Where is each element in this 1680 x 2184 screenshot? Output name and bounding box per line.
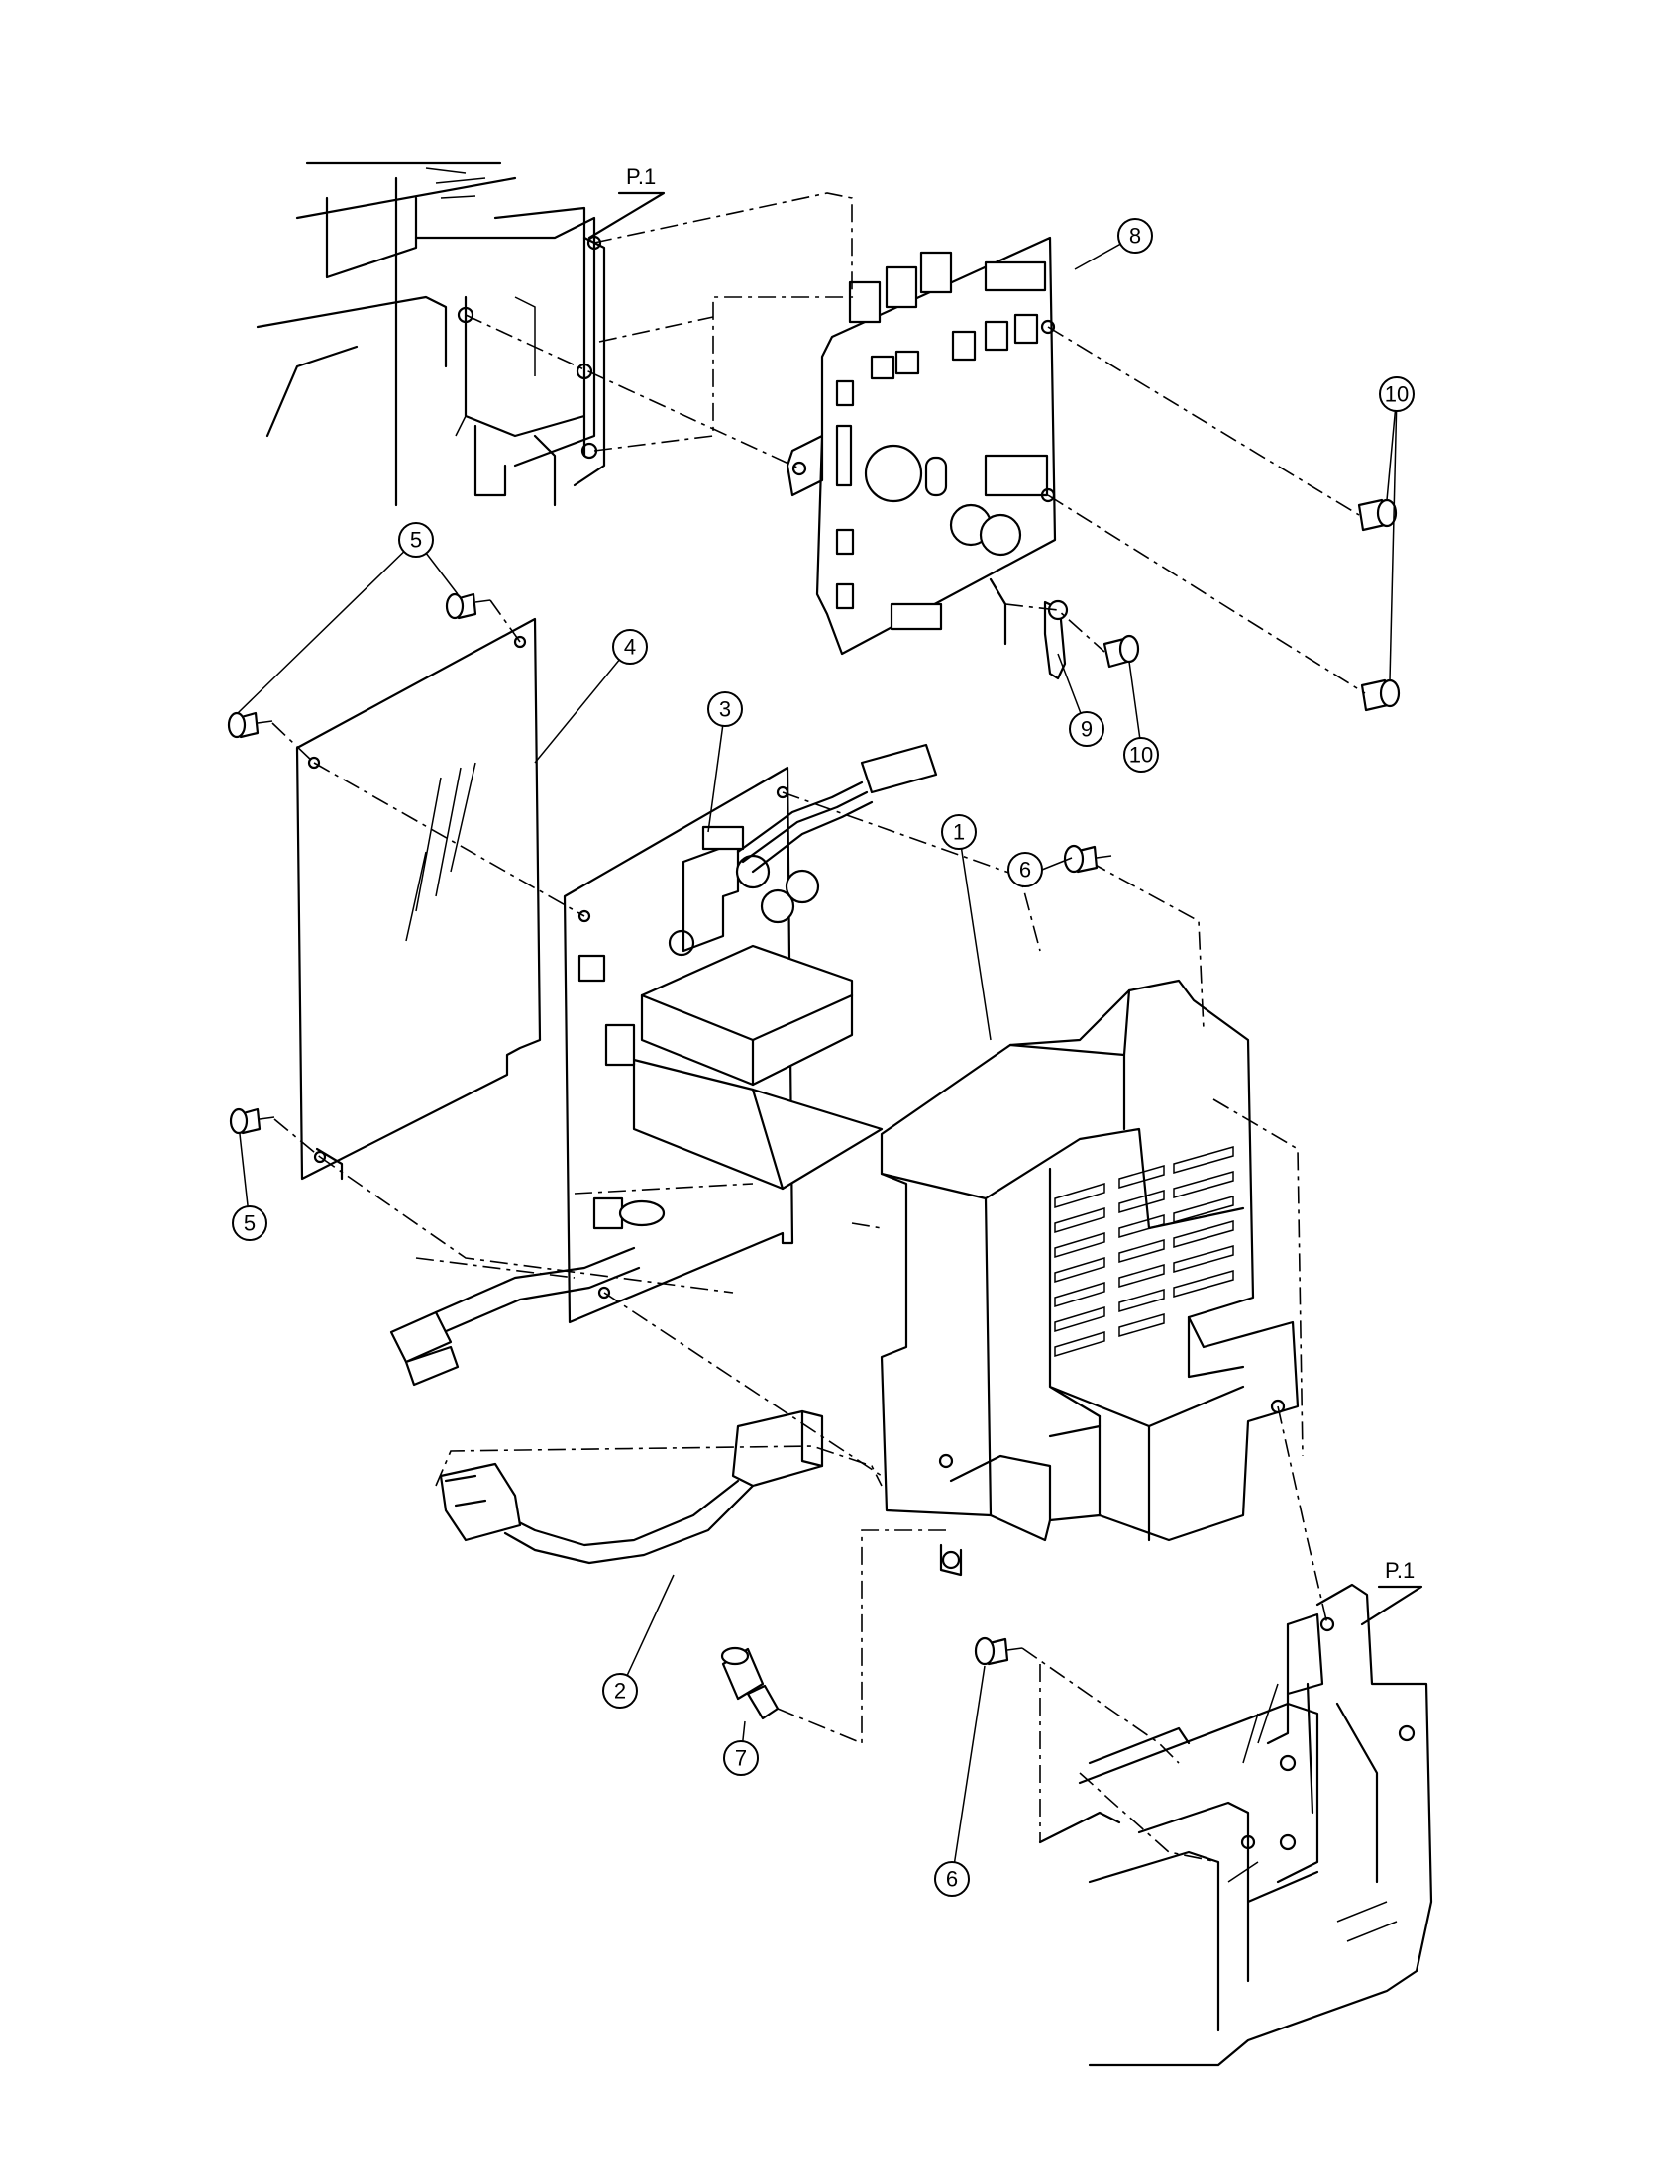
screw <box>1357 498 1398 532</box>
svg-text:6: 6 <box>946 1867 958 1892</box>
callout-5-top: 5 <box>398 522 434 558</box>
svg-text:10: 10 <box>1385 382 1409 407</box>
callout-8: 8 <box>1117 218 1153 254</box>
callout-6-top: 6 <box>1007 852 1043 887</box>
callout-6-bottom: 6 <box>934 1861 970 1897</box>
power-supply-pcb <box>563 743 938 1324</box>
screw <box>445 592 491 620</box>
svg-text:3: 3 <box>719 697 731 722</box>
callout-7: 7 <box>723 1740 759 1776</box>
callout-9: 9 <box>1069 711 1104 747</box>
callout-1: 1 <box>941 814 977 850</box>
ac-inlet <box>439 1409 824 1565</box>
ac-cable <box>389 1246 641 1387</box>
svg-text:5: 5 <box>410 528 422 553</box>
svg-text:1: 1 <box>953 820 965 845</box>
screw <box>229 1107 275 1135</box>
screw <box>1063 844 1112 874</box>
callout-2: 2 <box>602 1673 638 1709</box>
svg-text:8: 8 <box>1129 224 1141 249</box>
screw <box>1360 678 1401 712</box>
svg-text:2: 2 <box>614 1679 626 1704</box>
page-ref-top: P.1 <box>626 164 656 189</box>
svg-text:7: 7 <box>735 1746 747 1771</box>
svg-text:4: 4 <box>624 635 636 660</box>
frame-top <box>256 161 606 507</box>
screw <box>1102 634 1140 669</box>
svg-text:5: 5 <box>244 1211 256 1236</box>
page-ref-bottom: P.1 <box>1385 1558 1415 1583</box>
power-supply-unit <box>880 979 1300 1577</box>
control-pcb <box>786 236 1057 656</box>
callout-4: 4 <box>612 629 648 665</box>
frame-bottom <box>1038 1583 1433 2067</box>
callout-3: 3 <box>707 691 743 727</box>
callout-10-top: 10 <box>1379 376 1415 412</box>
callout-5-bottom: 5 <box>232 1205 267 1241</box>
svg-text:6: 6 <box>1019 858 1031 883</box>
callout-10-bottom: 10 <box>1123 737 1159 773</box>
screw <box>227 711 273 739</box>
standoff <box>720 1646 780 1720</box>
svg-text:9: 9 <box>1081 717 1093 742</box>
screw <box>974 1636 1023 1666</box>
svg-text:10: 10 <box>1129 743 1153 768</box>
insulator-cover <box>295 617 542 1181</box>
